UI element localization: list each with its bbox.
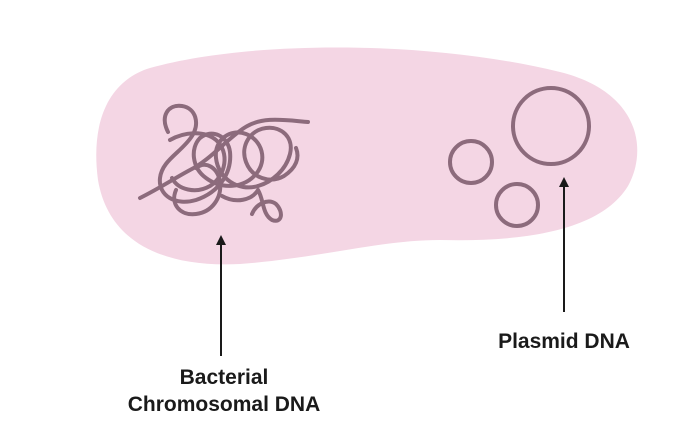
plasmid-small-bottom: [494, 182, 540, 228]
chromosomal-dna-strand-7: [168, 131, 227, 193]
chromosomal-dna-strand-5: [172, 162, 223, 217]
chromosomal-dna: [138, 103, 310, 223]
bacterial-cell-body: [96, 47, 638, 265]
chromosomal-dna-strand-3: [191, 130, 265, 190]
chromosomal-dna-strand-4: [242, 125, 300, 188]
plasmid-dna-label: Plasmid DNA: [498, 330, 630, 353]
plasmid-small-left: [448, 139, 494, 185]
chromosomal-dna-strand-2: [157, 103, 233, 204]
chromosomal-dna-label-line2: Chromosomal DNA: [127, 393, 321, 416]
chromosomal-dna-label: Bacterial Chromosomal DNA: [84, 364, 364, 418]
chromosomal-dna-strand-6: [220, 188, 283, 223]
plasmid-large: [511, 86, 591, 166]
plasmid-dna: [448, 86, 591, 228]
chromosomal-dna-label-line1: Bacterial: [179, 366, 269, 389]
